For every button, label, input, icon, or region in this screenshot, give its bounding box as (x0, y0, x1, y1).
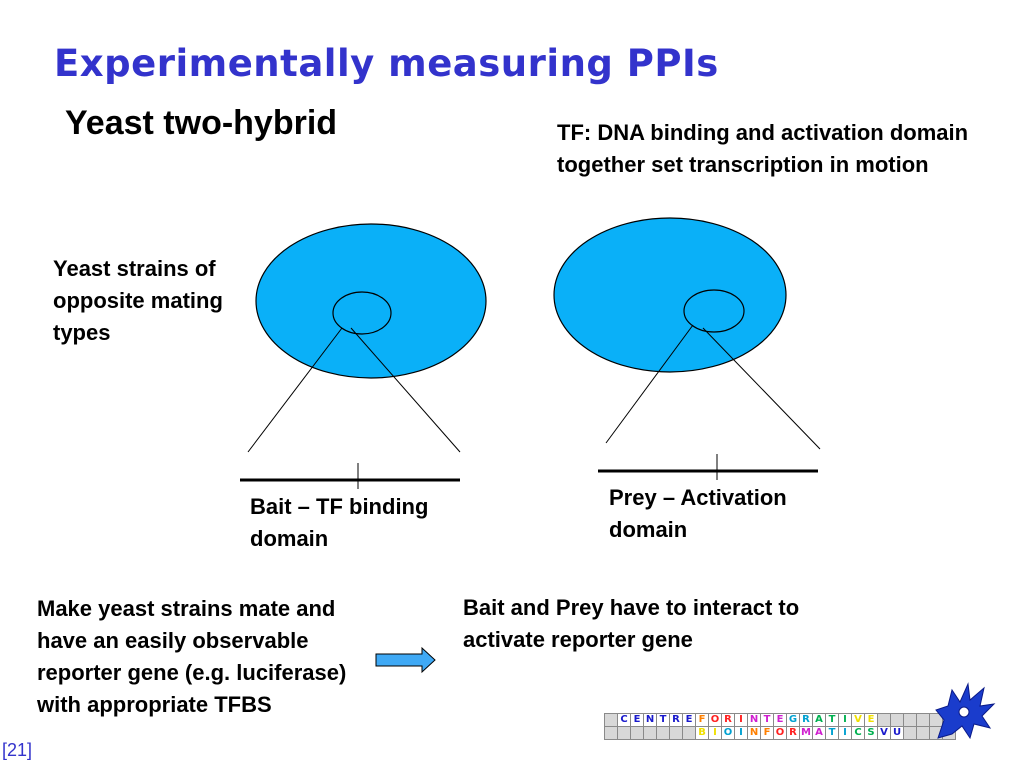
logo-letter: V (877, 726, 891, 740)
slide-number: [21] (2, 740, 33, 760)
logo-letter: T (825, 726, 839, 740)
logo-letter: R (721, 713, 735, 727)
logo-letter: B (695, 726, 709, 740)
left-zoom-line-1 (247, 327, 343, 453)
logo-letter: I (708, 726, 722, 740)
right-arrow-icon (375, 646, 436, 674)
logo-letter: A (812, 726, 826, 740)
logo-letter: I (734, 713, 748, 727)
logo-blank-cell (643, 726, 657, 740)
logo-letter: S (864, 726, 878, 740)
logo-letter: A (812, 713, 826, 727)
logo-letter: I (838, 713, 852, 727)
logo-letter: R (669, 713, 683, 727)
logo-letter: C (617, 713, 631, 727)
prey-label: Prey – Activation domain (609, 485, 787, 542)
logo-blank-cell (682, 726, 696, 740)
logo-blank-cell (604, 726, 618, 740)
yeast-strains-label: Yeast strains of opposite mating types (53, 256, 223, 345)
logo-blank-cell (630, 726, 644, 740)
logo-letter: C (851, 726, 865, 740)
interact-text: Bait and Prey have to interact to activa… (463, 595, 800, 652)
logo-blank-cell (890, 713, 904, 727)
logo-letter: O (773, 726, 787, 740)
slide-subtitle: Yeast two-hybrid (65, 104, 338, 142)
logo-letter: F (760, 726, 774, 740)
tf-note: TF: DNA binding and activation domain to… (557, 120, 969, 177)
slide-title: Experimentally measuring PPIs (54, 42, 719, 85)
logo-blank-cell (916, 726, 930, 740)
slide-number-value: 21 (7, 740, 28, 760)
left-cell-nucleus (332, 291, 392, 335)
logo-blank-cell (669, 726, 683, 740)
logo-letter: T (656, 713, 670, 727)
logo-letter: E (773, 713, 787, 727)
logo-letter: I (734, 726, 748, 740)
bait-label: Bait – TF binding domain (250, 494, 429, 551)
logo-letter: R (799, 713, 813, 727)
right-zoom-line-1 (605, 324, 694, 444)
logo-letter: M (799, 726, 813, 740)
logo-blank-cell (903, 713, 917, 727)
logo-letter: U (890, 726, 904, 740)
logo-letter: O (721, 726, 735, 740)
right-yeast-cell (553, 217, 787, 373)
logo-letter: N (747, 713, 761, 727)
logo-letter: N (747, 726, 761, 740)
left-zoom-line-2 (350, 327, 461, 453)
logo-letter: T (760, 713, 774, 727)
mate-text: Make yeast strains mate and have an easi… (37, 596, 347, 717)
logo-blank-cell (604, 713, 618, 727)
logo-blank-cell (903, 726, 917, 740)
logo-blank-cell (656, 726, 670, 740)
logo-letter: T (825, 713, 839, 727)
logo-letter: I (838, 726, 852, 740)
right-zoom-line-2 (702, 327, 821, 450)
logo-letter: N (643, 713, 657, 727)
logo-letter: O (708, 713, 722, 727)
logo-letter: F (695, 713, 709, 727)
logo-letter: V (851, 713, 865, 727)
logo-blank-cell (916, 713, 930, 727)
right-cell-nucleus (683, 289, 745, 333)
logo-letter: G (786, 713, 800, 727)
vu-griffin-logo-icon (935, 682, 996, 740)
logo-blank-cell (617, 726, 631, 740)
logo-letter: E (630, 713, 644, 727)
logo-letter: E (864, 713, 878, 727)
logo-letter: E (682, 713, 696, 727)
logo-blank-cell (877, 713, 891, 727)
logo-letter: R (786, 726, 800, 740)
